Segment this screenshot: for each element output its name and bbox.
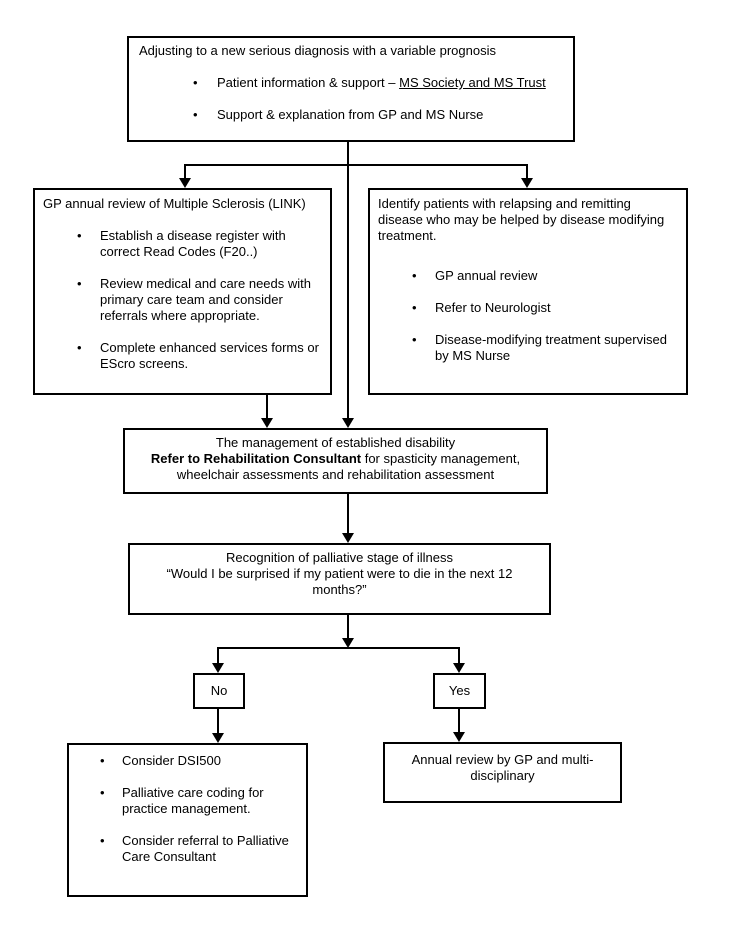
bullet-list: Consider DSI500 Palliative care coding f… xyxy=(69,753,306,865)
flow-line-top-to-middle xyxy=(347,142,349,418)
bullet-list: GP annual review Refer to Neurologist Di… xyxy=(378,268,678,364)
box-text-wrap: Recognition of palliative stage of illne… xyxy=(144,550,536,598)
box-title: Adjusting to a new serious diagnosis wit… xyxy=(139,43,496,58)
bullet-item: Refer to Neurologist xyxy=(378,300,678,316)
box-text: Annual review by GP and multi-disciplina… xyxy=(411,752,594,783)
box-no: No xyxy=(193,673,245,709)
box-title: Identify patients with relapsing and rem… xyxy=(378,196,665,243)
flow-line-to-no-box xyxy=(217,649,219,663)
bullet-item: Review medical and care needs with prima… xyxy=(43,276,322,324)
flow-line-palliative-down xyxy=(347,615,349,638)
arrowhead-at-yesno-junction-icon xyxy=(342,638,354,648)
box-title: Recognition of palliative stage of illne… xyxy=(226,550,453,565)
flow-line-no-to-actions xyxy=(217,709,219,733)
bullet-item: Establish a disease register with correc… xyxy=(43,228,322,260)
arrowhead-into-actions-icon xyxy=(212,733,224,743)
no-label: No xyxy=(210,683,228,698)
box-title: The management of established disability xyxy=(215,435,456,450)
box-palliative-recognition: Recognition of palliative stage of illne… xyxy=(128,543,551,615)
box-quote: “Would I be surprised if my patient were… xyxy=(166,566,513,597)
ms-society-trust-link[interactable]: MS Society and MS Trust xyxy=(399,75,546,90)
box-yes: Yes xyxy=(433,673,486,709)
yes-label: Yes xyxy=(448,683,471,698)
bullet-item: Patient information & support – MS Socie… xyxy=(139,75,563,91)
bullet-text: Patient information & support – xyxy=(217,75,400,90)
box-title: GP annual review of Multiple Sclerosis (… xyxy=(43,196,306,211)
box-text: for spasticity management, wheelchair as… xyxy=(176,451,521,482)
arrowhead-into-no-icon xyxy=(212,663,224,673)
bullet-list: Establish a disease register with correc… xyxy=(43,228,322,372)
arrowhead-into-review-icon xyxy=(453,732,465,742)
arrowhead-into-palliative-icon xyxy=(342,533,354,543)
flow-line-to-right-box xyxy=(526,164,528,178)
box-new-diagnosis: Adjusting to a new serious diagnosis wit… xyxy=(127,36,575,142)
arrowhead-left-into-middle-icon xyxy=(261,418,273,428)
flow-line-yes-to-review xyxy=(458,709,460,732)
box-gp-annual-review: GP annual review of Multiple Sclerosis (… xyxy=(33,188,332,395)
box-palliative-actions: Consider DSI500 Palliative care coding f… xyxy=(67,743,308,897)
bullet-item: Disease-modifying treatment supervised b… xyxy=(378,332,678,364)
flow-line-yesno-split xyxy=(217,647,460,649)
flow-line-to-left-box xyxy=(184,164,186,178)
flow-line-middle-to-palliative xyxy=(347,494,349,533)
box-established-disability: The management of established disability… xyxy=(123,428,548,494)
box-annual-review-multidisciplinary: Annual review by GP and multi-disciplina… xyxy=(383,742,622,803)
arrowhead-center-into-middle-icon xyxy=(342,418,354,428)
arrowhead-into-left-box-icon xyxy=(179,178,191,188)
refer-rehabilitation-bold: Refer to Rehabilitation Consultant xyxy=(150,451,362,466)
bullet-item: GP annual review xyxy=(378,268,678,284)
bullet-list: Patient information & support – MS Socie… xyxy=(139,75,563,123)
flow-line-to-yes-box xyxy=(458,649,460,663)
bullet-item: Consider referral to Palliative Care Con… xyxy=(69,833,306,865)
bullet-item: Support & explanation from GP and MS Nur… xyxy=(139,107,563,123)
bullet-item: Complete enhanced services forms or EScr… xyxy=(43,340,322,372)
arrowhead-into-yes-icon xyxy=(453,663,465,673)
box-text: Refer to Rehabilitation Consultant for s… xyxy=(133,451,538,483)
bullet-item: Consider DSI500 xyxy=(69,753,306,769)
flow-line-left-to-middle xyxy=(266,395,268,418)
arrowhead-into-right-box-icon xyxy=(521,178,533,188)
flow-line-top-split xyxy=(184,164,528,166)
box-identify-relapsing-remitting: Identify patients with relapsing and rem… xyxy=(368,188,688,395)
bullet-item: Palliative care coding for practice mana… xyxy=(69,785,306,817)
